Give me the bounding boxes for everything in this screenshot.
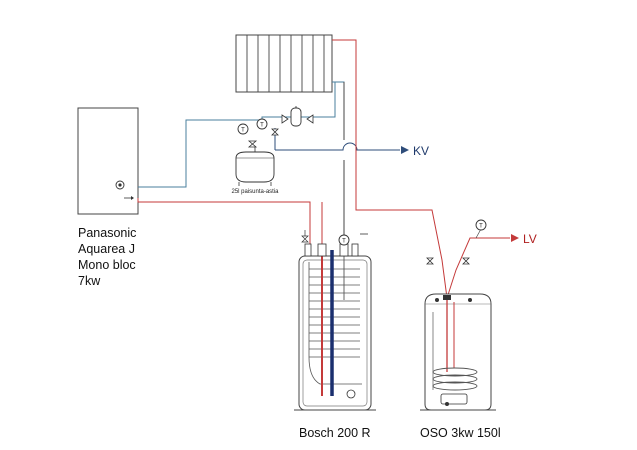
oso-tank-label: OSO 3kw 150l <box>420 426 501 440</box>
expansion-tank-label: 25l paisunta-astia <box>231 189 279 195</box>
thermometer-lv: T <box>475 219 487 239</box>
svg-text:T: T <box>241 128 245 134</box>
heating-element-icon <box>440 393 468 405</box>
heat-pump-unit <box>77 107 139 215</box>
air-separator-icon <box>290 106 302 127</box>
svg-text:T: T <box>260 123 264 129</box>
svg-text:T: T <box>479 224 483 230</box>
heat-pump-label-line4: 7kw <box>78 274 101 288</box>
safety-valve-icon <box>301 235 309 243</box>
kv-pipe <box>274 128 400 151</box>
kv-label: KV <box>413 144 429 158</box>
expansion-tank <box>235 147 275 186</box>
thermometer-heatpump-line: T <box>237 123 249 135</box>
radiator <box>235 34 333 93</box>
thermometer-bosch: T <box>338 234 350 246</box>
shutoff-valve-icon <box>247 114 314 148</box>
supply-pipe <box>137 39 510 299</box>
bosch-tank: T <box>294 230 376 411</box>
heat-pump-label-line3: Mono bloc <box>78 258 136 272</box>
heat-pump-label-line2: Aquarea J <box>78 242 135 256</box>
oso-tank <box>420 293 496 411</box>
heat-pump-label-line1: Panasonic <box>78 226 136 240</box>
oso-valve-icon <box>426 257 470 265</box>
pressure-gauge: T <box>256 118 268 130</box>
svg-text:T: T <box>342 239 346 245</box>
lv-label: LV <box>523 232 537 246</box>
lv-arrow-icon <box>511 234 519 242</box>
bosch-tank-label: Bosch 200 R <box>299 426 371 440</box>
kv-arrow-icon <box>401 146 409 154</box>
